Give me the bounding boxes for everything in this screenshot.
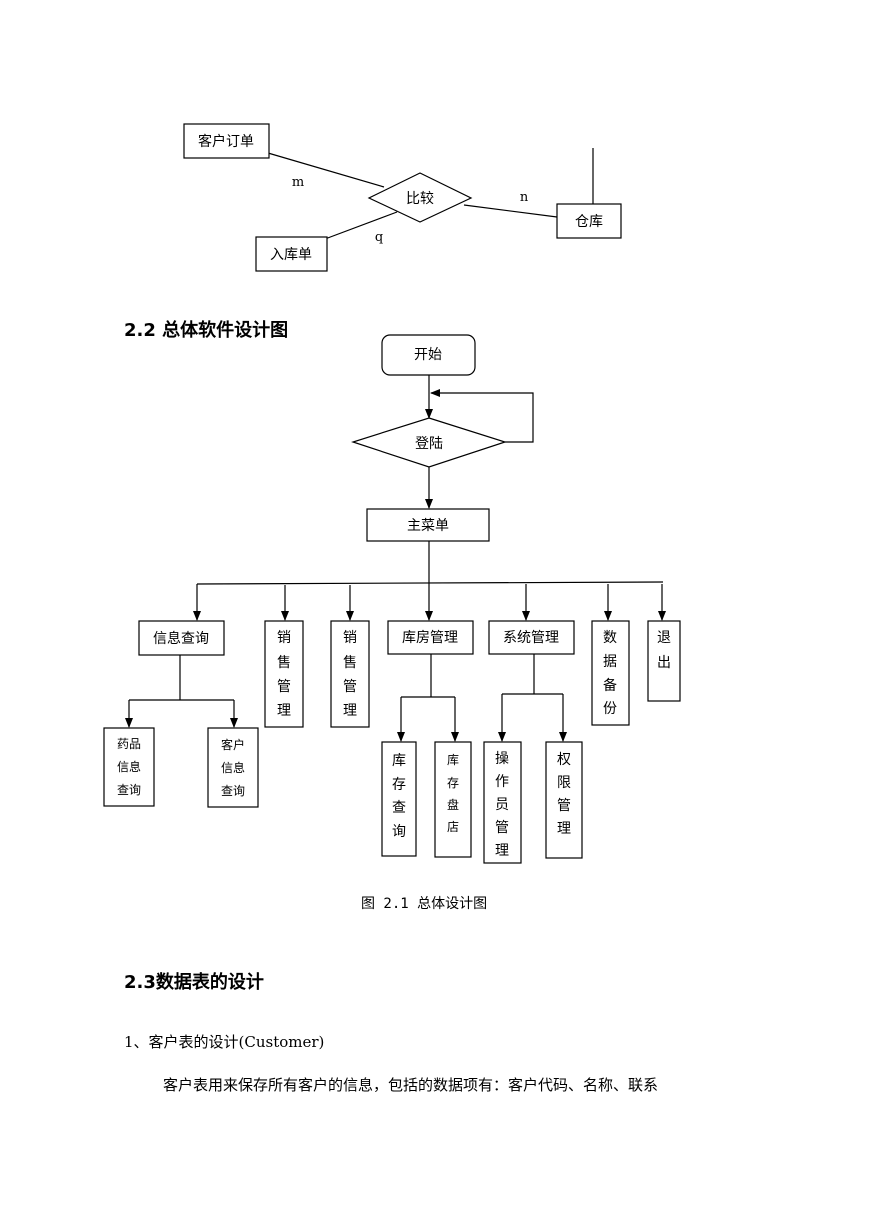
start-label: 开始 bbox=[414, 347, 442, 363]
main-menu-node: 主菜单 bbox=[366, 508, 490, 542]
module-exit-label: 退出 bbox=[657, 630, 671, 671]
entity-customer-order: 客户订单 bbox=[183, 123, 270, 159]
entity-warehouse-label: 仓库 bbox=[575, 214, 603, 230]
main-menu-label: 主菜单 bbox=[407, 518, 449, 534]
cardinality-n: n bbox=[520, 190, 529, 205]
entity-stock-in-order: 入库单 bbox=[255, 236, 328, 272]
module-sales-management-1-label: 销售管理 bbox=[277, 630, 291, 719]
subsection-customer-table: 1、客户表的设计(Customer) bbox=[124, 1033, 325, 1051]
module-sales-management-2-label: 销售管理 bbox=[343, 630, 357, 719]
cardinality-m: m bbox=[292, 175, 304, 190]
node-drug-info-query-label: 药品信息查询 bbox=[117, 737, 141, 797]
module-exit: 退出 bbox=[647, 620, 681, 702]
cardinality-q: q bbox=[375, 230, 383, 245]
entity-customer-order-label: 客户订单 bbox=[198, 133, 254, 150]
node-operator-management: 操作员管理 bbox=[483, 741, 522, 864]
start-node: 开始 bbox=[381, 334, 476, 376]
node-drug-info-query: 药品信息查询 bbox=[103, 727, 155, 807]
customer-table-paragraph: 客户表用来保存所有客户的信息，包括的数据项有：客户代码、名称、联系 bbox=[163, 1076, 659, 1094]
node-customer-info-query: 客户信息查询 bbox=[207, 727, 259, 808]
module-sales-management-1: 销售管理 bbox=[264, 620, 304, 728]
module-sales-management-2: 销售管理 bbox=[330, 620, 370, 728]
module-system-management-label: 系统管理 bbox=[503, 630, 559, 646]
module-data-backup: 数据备份 bbox=[591, 620, 630, 726]
er-diagram: 客户订单 入库单 仓库 比较 m q n bbox=[183, 123, 622, 272]
module-info-query-label: 信息查询 bbox=[153, 630, 209, 647]
node-stock-query-label: 库存查询 bbox=[392, 753, 406, 840]
module-data-backup-label: 数据备份 bbox=[603, 630, 617, 717]
module-warehouse-management-label: 库房管理 bbox=[402, 630, 458, 646]
node-stock-inventory: 库存盘店 bbox=[434, 741, 472, 858]
figure-caption: 图 2.1 总体设计图 bbox=[361, 896, 488, 912]
node-customer-info-query-label: 客户信息查询 bbox=[221, 737, 245, 798]
login-decision: 登陆 bbox=[351, 417, 507, 468]
section-2-3-heading: 2.3数据表的设计 bbox=[124, 972, 264, 993]
section-2-2-heading: 2.2 总体软件设计图 bbox=[124, 320, 289, 341]
relationship-compare: 比较 bbox=[367, 172, 473, 223]
module-system-management: 系统管理 bbox=[488, 620, 575, 655]
module-warehouse-management: 库房管理 bbox=[387, 620, 474, 655]
module-info-query: 信息查询 bbox=[138, 620, 225, 656]
node-permission-management-label: 权限管理 bbox=[557, 752, 571, 837]
login-label: 登陆 bbox=[415, 436, 443, 452]
node-permission-management: 权限管理 bbox=[545, 741, 583, 859]
relationship-compare-label: 比较 bbox=[406, 191, 434, 207]
software-design-flowchart: 开始 登陆 主菜单 信息查询 销售管理 销售管理 bbox=[103, 334, 681, 864]
entity-stock-in-order-label: 入库单 bbox=[270, 247, 312, 263]
node-stock-inventory-label: 库存盘店 bbox=[447, 752, 459, 834]
node-stock-query: 库存查询 bbox=[381, 741, 417, 857]
node-operator-management-label: 操作员管理 bbox=[495, 751, 509, 859]
entity-warehouse: 仓库 bbox=[556, 203, 622, 239]
